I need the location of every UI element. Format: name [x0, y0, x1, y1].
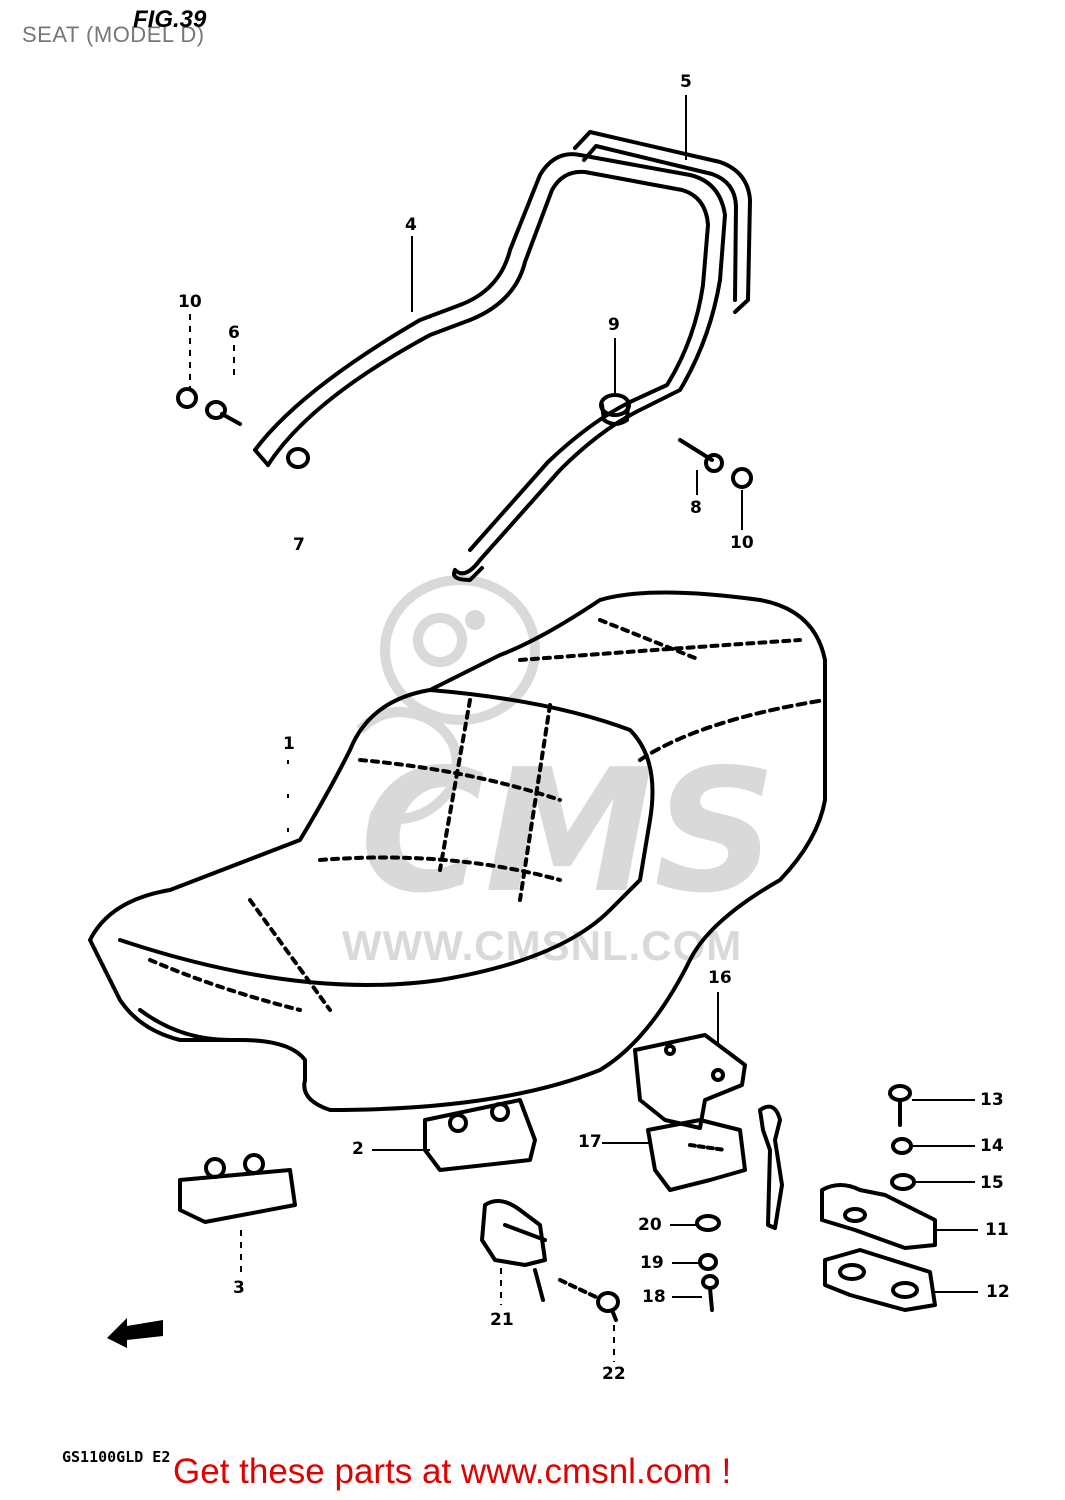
callout-15: 15 [980, 1173, 1004, 1193]
callout-5: 5 [680, 72, 692, 92]
part-bolt-6 [205, 400, 242, 426]
part-hinge-11 [820, 1183, 937, 1250]
part-cap-nut-10b [731, 467, 753, 489]
part-nut-14 [891, 1137, 913, 1155]
part-washer-15 [890, 1173, 916, 1191]
part-cushion-3 [178, 1153, 297, 1224]
part-lock-17 [646, 1104, 784, 1230]
figure-label: FIG.39 [133, 6, 207, 33]
watermark-url: WWW.CMSNL.COM [342, 922, 743, 969]
callout-14: 14 [980, 1136, 1004, 1156]
callout-21: 21 [490, 1310, 514, 1330]
part-rubber-strip [573, 130, 752, 314]
callout-11: 11 [985, 1220, 1009, 1240]
part-bolt-13 [888, 1084, 912, 1127]
callout-13: 13 [980, 1090, 1004, 1110]
callout-4: 4 [405, 215, 417, 235]
part-lock-21 [480, 1199, 600, 1302]
part-washer-20 [695, 1214, 721, 1232]
callout-22: 22 [602, 1364, 626, 1384]
callout-12: 12 [986, 1282, 1010, 1302]
page-title: SEAT (MODEL D) [22, 22, 205, 47]
callout-20: 20 [638, 1215, 662, 1235]
cmsnl-watermark-logo: CMS [356, 575, 776, 931]
part-bracket-16 [633, 1033, 747, 1130]
part-bolt-8 [678, 438, 724, 473]
callout-2: 2 [352, 1139, 364, 1159]
callout-1: 1 [283, 734, 295, 754]
callout-10a: 10 [178, 292, 202, 312]
callout-3: 3 [233, 1278, 245, 1298]
callout-6: 6 [228, 323, 240, 343]
buy-parts-link[interactable]: Get these parts at www.cmsnl.com ! [173, 1452, 732, 1491]
callout-10b: 10 [730, 533, 754, 553]
part-plate-12 [823, 1248, 937, 1312]
part-bolt-18 [701, 1274, 719, 1312]
part-grab-rail [253, 152, 727, 582]
part-cushion-2 [423, 1098, 537, 1172]
part-seat [88, 590, 827, 1112]
front-direction-arrow-icon [107, 1318, 163, 1348]
callout-9: 9 [608, 315, 620, 335]
callout-19: 19 [640, 1253, 664, 1273]
part-screw-22 [596, 1291, 620, 1322]
callout-16: 16 [708, 968, 732, 988]
part-nut-19 [698, 1253, 718, 1271]
part-cap-nut-10a [176, 387, 198, 409]
callout-7: 7 [293, 535, 305, 555]
callout-18: 18 [642, 1287, 666, 1307]
model-code: GS1100GLD E2 [62, 1448, 171, 1466]
callout-17: 17 [578, 1132, 602, 1152]
part-collar-7 [286, 447, 310, 469]
callout-8: 8 [690, 498, 702, 518]
watermark-logo-letters: CMS [360, 733, 776, 931]
